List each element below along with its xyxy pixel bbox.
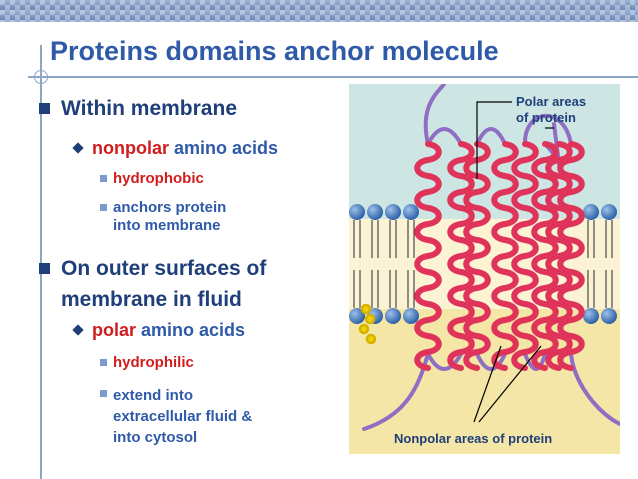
alpha-helix xyxy=(414,141,442,371)
lipid-bilayer-core xyxy=(349,219,620,309)
extend-line-1: extend into xyxy=(113,387,194,404)
alpha-helix xyxy=(531,141,559,371)
bullet-polar-amino-acids: polar amino acids xyxy=(72,320,246,341)
bullet-within-membrane: Within membrane xyxy=(39,97,237,121)
extend-line-3: into cytosol xyxy=(113,429,198,446)
cytosol-region xyxy=(349,309,620,454)
slide-title: Proteins domains anchor molecule xyxy=(50,36,499,66)
title-underline xyxy=(40,76,638,78)
polar-word: polar xyxy=(92,320,137,340)
outer-line-1: On outer surfaces of xyxy=(61,257,267,280)
extracellular-fluid-region xyxy=(349,84,620,219)
anchors-line-2: into membrane xyxy=(113,217,221,234)
phospholipid-head xyxy=(583,204,599,220)
alpha-helix xyxy=(463,141,491,371)
bullet-extend-into: extend into extracellular fluid & into c… xyxy=(100,385,253,448)
phospholipid-head xyxy=(367,204,383,220)
polar-label-line-1: Polar areas xyxy=(516,94,587,109)
small-square-bullet-icon xyxy=(100,390,107,397)
bullet-hydrophilic: hydrophilic xyxy=(100,354,194,372)
label-leader-lines xyxy=(473,101,554,423)
alpha-helix xyxy=(447,141,475,371)
square-bullet-icon xyxy=(39,263,50,274)
bullet-hydrophobic: hydrophobic xyxy=(100,170,204,188)
diamond-bullet-icon xyxy=(72,142,84,154)
nonpolar-helices xyxy=(414,141,585,371)
top-decorative-bar xyxy=(0,0,638,22)
anchors-line-1: anchors protein xyxy=(113,199,227,216)
nonpolar-areas-label: Nonpolar areas of protein xyxy=(394,431,553,446)
phospholipid-head xyxy=(583,308,599,324)
phospholipid-head xyxy=(385,308,401,324)
polar-areas-label: Polar areas of protein xyxy=(516,94,586,126)
bullet-outer-surfaces: On outer surfaces of membrane in fluid xyxy=(39,253,267,315)
membrane-protein-illustration xyxy=(349,82,622,454)
crosshair-circle xyxy=(34,70,48,84)
alpha-helix xyxy=(511,141,539,371)
phospholipid-head xyxy=(403,204,419,220)
diamond-bullet-icon xyxy=(72,324,84,336)
small-square-bullet-icon xyxy=(100,175,107,182)
alpha-helix xyxy=(491,141,519,371)
phospholipid-head xyxy=(403,308,419,324)
alpha-helix xyxy=(545,141,573,371)
outer-line-2: membrane in fluid xyxy=(61,288,242,311)
polar-protein-loops xyxy=(362,82,622,431)
phospholipid-head xyxy=(601,204,617,220)
membrane-protein-figure: Polar areas of protein Nonpolar areas of… xyxy=(349,82,622,454)
bullet-nonpolar-amino-acids: nonpolar amino acids xyxy=(72,138,279,159)
polar-label-line-2: of protein xyxy=(516,110,576,125)
extend-line-2: extracellular fluid & xyxy=(113,408,253,425)
small-square-bullet-icon xyxy=(100,359,107,366)
square-bullet-icon xyxy=(39,103,50,114)
polar-rest: amino acids xyxy=(136,320,246,340)
phospholipid-head xyxy=(601,308,617,324)
bullet-anchors-protein: anchors protein into membrane xyxy=(100,199,227,235)
bullet-text: Within membrane xyxy=(61,97,237,120)
nonpolar-rest: amino acids xyxy=(169,138,279,158)
phospholipid-heads xyxy=(349,204,617,324)
hydrophobic-text: hydrophobic xyxy=(113,170,204,187)
alpha-helix xyxy=(557,141,585,371)
phospholipid-head xyxy=(349,308,365,324)
hydrophilic-text: hydrophilic xyxy=(113,354,194,371)
left-guide-line xyxy=(40,45,42,479)
phospholipid-head xyxy=(349,204,365,220)
phospholipid-tails xyxy=(353,220,613,308)
glycolipid-chain xyxy=(358,303,377,345)
phospholipid-head xyxy=(385,204,401,220)
nonpolar-word: nonpolar xyxy=(92,138,169,158)
small-square-bullet-icon xyxy=(100,204,107,211)
